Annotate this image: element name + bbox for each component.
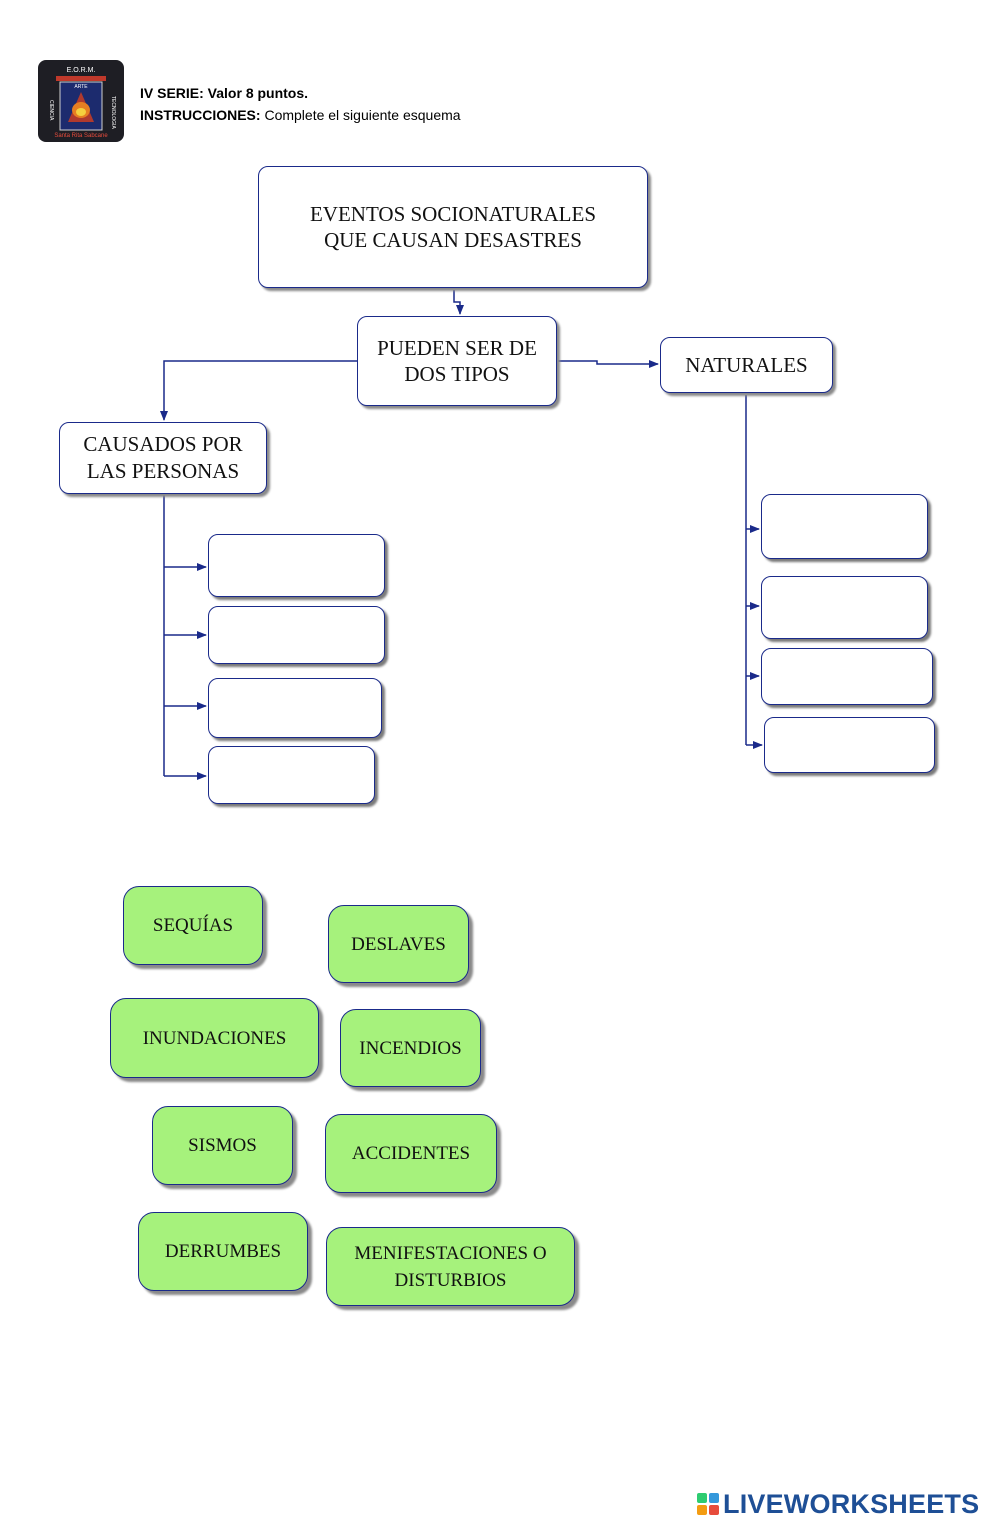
left-branch-box: CAUSADOS POR LAS PERSONAS	[59, 422, 267, 494]
word-chip-accidentes[interactable]: ACCIDENTES	[325, 1114, 497, 1193]
crest-banner-text: ARTE	[74, 84, 88, 90]
right-branch-box: NATURALES	[660, 337, 833, 393]
liveworksheets-brand: LIVEWORKSHEETS	[697, 1486, 979, 1522]
answer-slot-left-1[interactable]	[208, 534, 385, 597]
instructions-label: INSTRUCCIONES:	[140, 107, 261, 123]
crest-top-text: E.O.R.M.	[67, 67, 96, 74]
serie-label: IV SERIE: Valor 8 puntos.	[140, 85, 309, 101]
school-crest-icon: E.O.R.M. ARTE CIENCIA TECNOLOGIA Santa R…	[38, 60, 124, 142]
word-chip-label: INCENDIOS	[359, 1037, 462, 1059]
word-chip-label: DESLAVES	[351, 933, 446, 955]
crest-right-text: TECNOLOGIA	[110, 96, 116, 129]
word-chip-incendios[interactable]: INCENDIOS	[340, 1009, 481, 1087]
right-branch-text: NATURALES	[685, 352, 808, 377]
word-chip-label: ACCIDENTES	[351, 1143, 471, 1164]
root-concept-text: EVENTOS SOCIONATURALES QUE CAUSAN DESAST…	[309, 202, 597, 252]
word-chip-label: MENIFESTACIONES O DISTURBIOS	[354, 1242, 547, 1291]
word-chip-sequias[interactable]: SEQUÍAS	[123, 886, 263, 965]
crest-left-text: CIENCIA	[48, 100, 54, 121]
word-chip-sismos[interactable]: SISMOS	[152, 1106, 293, 1185]
liveworksheets-logo-icon	[697, 1493, 719, 1515]
root-concept-box: EVENTOS SOCIONATURALES QUE CAUSAN DESAST…	[258, 166, 648, 288]
word-chip-label: INUNDACIONES	[142, 1027, 287, 1049]
answer-slot-right-4[interactable]	[764, 717, 935, 773]
word-chip-manifestaciones[interactable]: MENIFESTACIONES O DISTURBIOS	[326, 1227, 575, 1306]
answer-slot-right-3[interactable]	[761, 648, 933, 705]
connector-middle-left	[160, 360, 357, 421]
answer-slot-right-1[interactable]	[761, 494, 928, 559]
connector-root-middle	[453, 290, 464, 315]
answer-slot-left-4[interactable]	[208, 746, 375, 804]
word-chip-label: SEQUÍAS	[152, 915, 234, 936]
word-chip-label: DERRUMBES	[164, 1241, 282, 1262]
instructions-text: Complete el siguiente esquema	[264, 107, 461, 123]
answer-slot-left-3[interactable]	[208, 678, 382, 738]
connector-middle-right	[558, 360, 659, 368]
middle-concept-text: PUEDEN SER DE DOS TIPOS	[377, 336, 537, 386]
brand-text: LIVEWORKSHEETS	[723, 1488, 980, 1519]
word-chip-label: SISMOS	[188, 1135, 257, 1156]
crest-bottom-text: Santa Rita Sabcane	[54, 133, 108, 139]
word-chip-deslaves[interactable]: DESLAVES	[328, 905, 469, 983]
answer-slot-left-2[interactable]	[208, 606, 385, 664]
word-chip-derrumbes[interactable]: DERRUMBES	[138, 1212, 308, 1291]
middle-concept-box: PUEDEN SER DE DOS TIPOS	[357, 316, 557, 406]
worksheet-header: IV SERIE: Valor 8 puntos. INSTRUCCIONES:…	[140, 82, 461, 126]
word-chip-inundaciones[interactable]: INUNDACIONES	[110, 998, 319, 1078]
left-branch-text: CAUSADOS POR LAS PERSONAS	[83, 432, 243, 483]
answer-slot-right-2[interactable]	[761, 576, 928, 639]
